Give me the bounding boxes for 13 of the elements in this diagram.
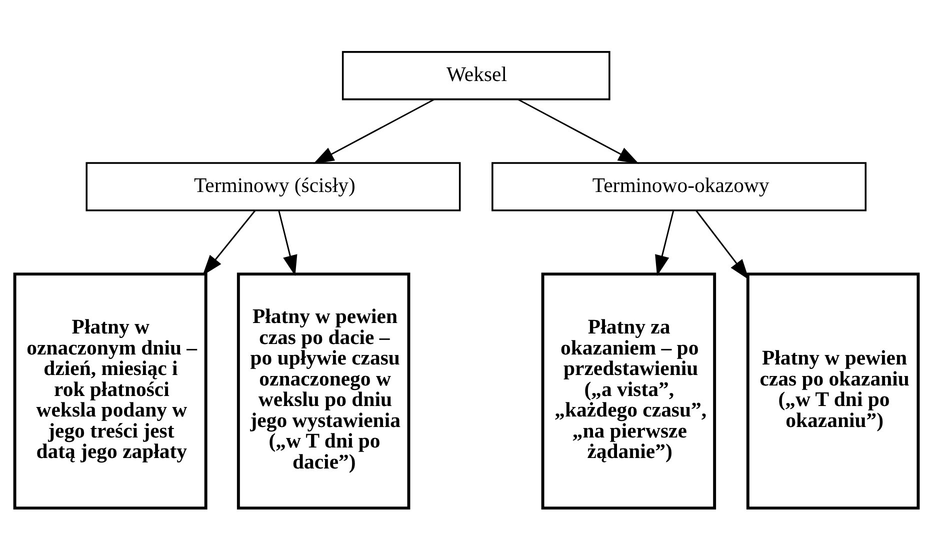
arrow bbox=[202, 210, 256, 276]
node-box: Płatny za okazaniem – po przedstawieniu („a vista”, „każdego czasu”, „na pierwsze żądanie”) bbox=[541, 272, 716, 510]
node-box: Płatny w pewien czas po dacie – po upływie czasu oznaczonego w wekslu po dniu jego wystawienia („w T dni po dacie”) bbox=[236, 272, 410, 510]
node-box: Płatny w pewien czas po okazaniu („w T dni po okazaniu”) bbox=[746, 272, 920, 510]
arrow bbox=[313, 98, 434, 164]
arrow bbox=[278, 210, 298, 276]
arrow bbox=[655, 210, 674, 276]
node-box: Terminowo-okazowy bbox=[492, 162, 867, 212]
node-box: Płatny w oznaczonym dniu – dzień, miesiąc i rok płatności weksla podany w jego treści jest datą jego zapłaty bbox=[13, 272, 208, 510]
node-box: Terminowy (ścisły) bbox=[86, 162, 461, 212]
arrow bbox=[696, 210, 750, 280]
arrow bbox=[518, 98, 640, 164]
node-box: Weksel bbox=[342, 51, 610, 100]
